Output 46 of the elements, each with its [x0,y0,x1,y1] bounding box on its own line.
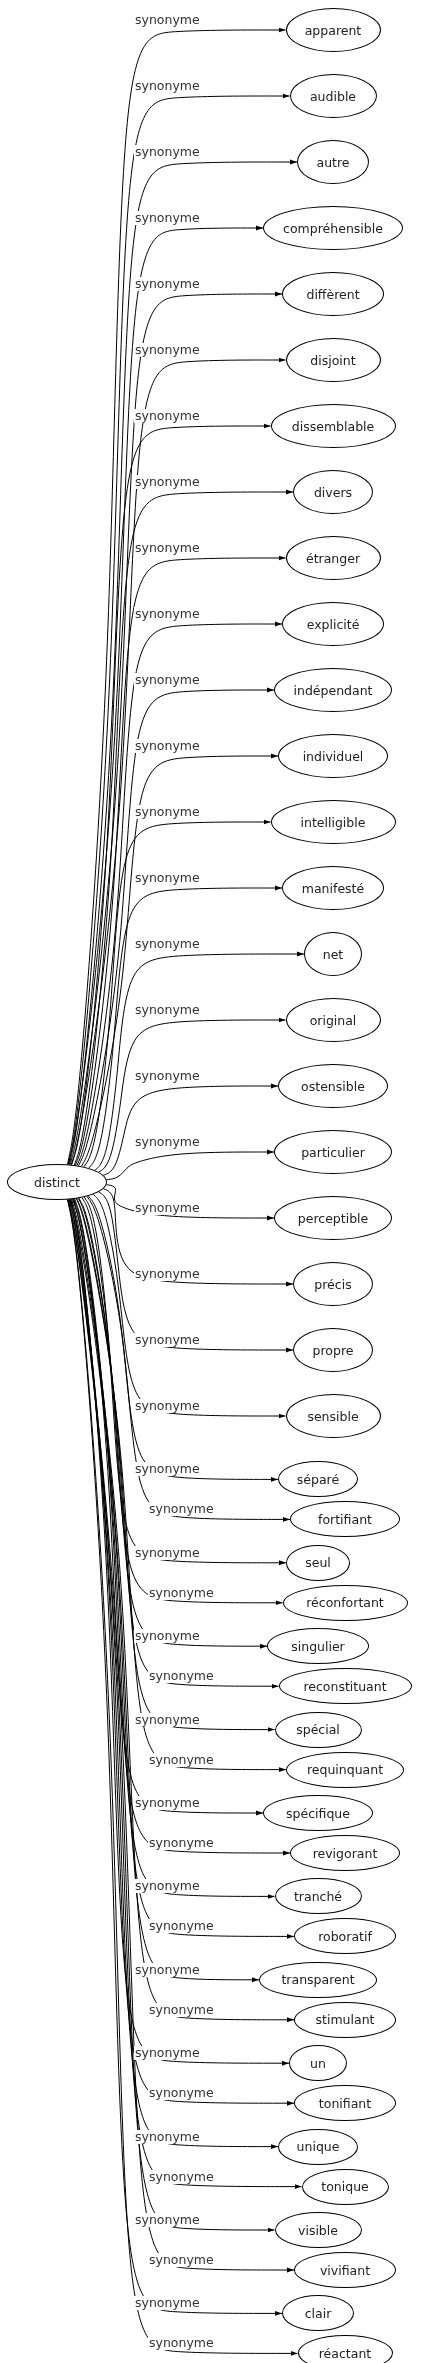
edge-label: synonyme [134,673,201,687]
arrow [106,1149,275,1181]
edge-label: synonyme [148,1669,215,1684]
edge-label: synonyme [134,343,201,357]
edge-label: synonyme [148,2002,215,2017]
arrow [92,1193,286,1419]
arrow [78,687,275,1167]
edge-label: synonyme [148,1502,215,1517]
edge-label: synonyme [134,1333,201,1347]
arrow [102,1083,279,1176]
arrow [80,753,279,1167]
edge-label: synonyme [134,211,201,225]
edge-label: synonyme [134,2213,201,2227]
edge-label: synonyme [134,1462,201,1477]
edge-label: synonyme [134,277,201,291]
edge-label: synonyme [134,2129,201,2144]
arrow [94,951,305,1171]
edge-label: synonyme [148,2169,215,2184]
arrow [87,1195,279,1482]
edge-label: synonyme [134,1399,201,1413]
edge-label: synonyme [148,1752,215,1767]
edge-label: synonyme [134,145,201,159]
edge-label: synonyme [134,1879,201,1894]
arrow [73,1198,264,1816]
arrow [98,1017,286,1173]
arrow [102,1188,294,1287]
edge-label: synonyme [134,409,201,423]
edge-label: synonyme [148,2336,215,2351]
edge-label: synonyme [148,1919,215,1934]
edge-label: synonyme [148,2253,215,2267]
edge-label: synonyme [134,1962,201,1977]
edge-label: synonyme [134,1545,201,1560]
edge-label: synonyme [134,2046,201,2061]
edge-label: synonyme [134,1796,201,1810]
edge-label: synonyme [148,2086,215,2101]
edge-label: synonyme [134,2296,201,2311]
arrow [83,819,271,1168]
edge-label: synonyme [134,805,201,819]
arrow [67,225,264,1165]
edge-label: synonyme [134,607,201,621]
arrow [98,1191,294,1353]
edge-label: synonyme [134,739,201,753]
edge-label: synonyme [134,1629,201,1644]
arrow [88,885,283,1169]
edge-label: synonyme [134,475,201,489]
edge-label: synonyme [134,1712,201,1727]
